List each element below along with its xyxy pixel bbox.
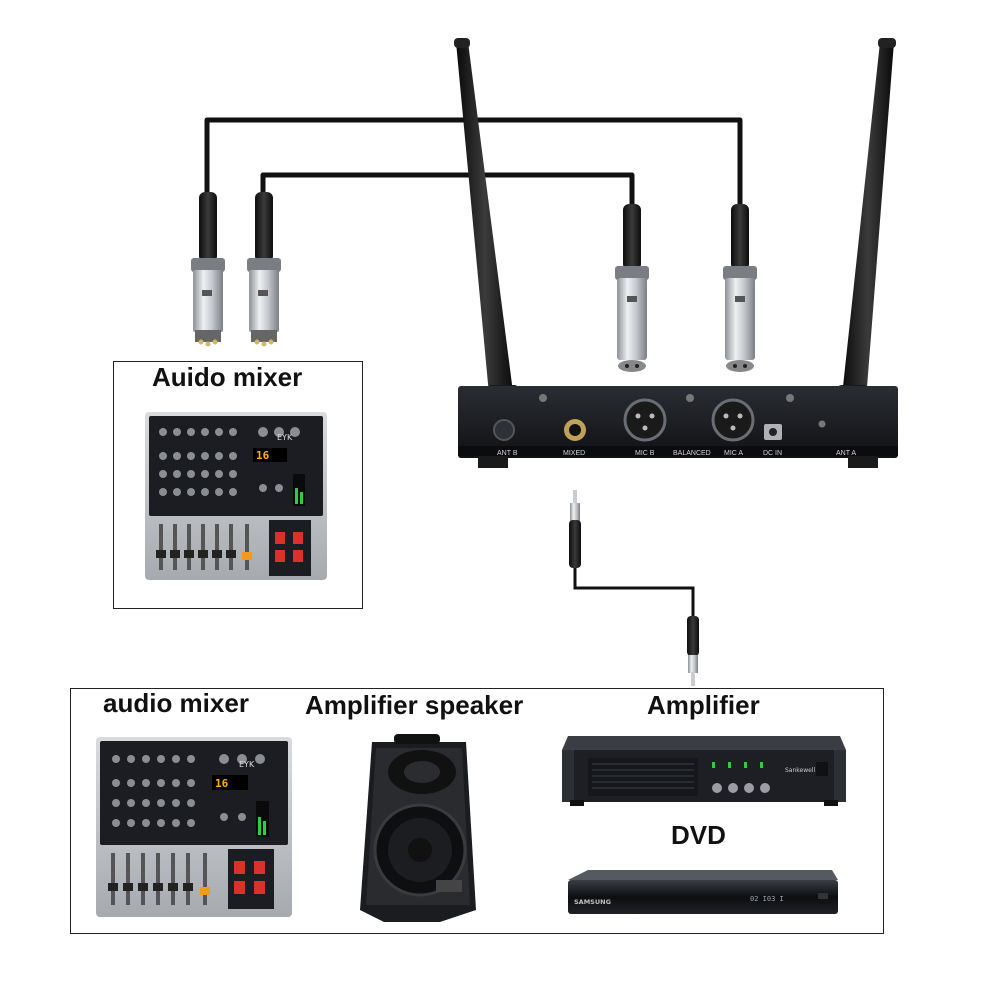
port-label-mic-b: MIC B: [635, 450, 655, 457]
mixer-brand: EYK: [277, 433, 293, 442]
xlr-male-plug-1: [191, 192, 225, 347]
port-label-dc-in: DC IN: [763, 450, 782, 457]
port-label-mic-a: MIC A: [724, 450, 743, 457]
bottom-mixer-brand: EYK: [239, 760, 255, 769]
xlr-female-plug-1: [615, 204, 649, 372]
dvd-player-image: SAMSUNG 02 I03 I: [568, 870, 838, 914]
bottom-audio-mixer-image: 16 EYK: [96, 737, 292, 917]
amplifier-brand: Sankewell: [785, 767, 816, 774]
top-mixer-frame: [113, 361, 363, 609]
mixer-faders: [156, 520, 311, 576]
antenna-right: [836, 38, 896, 440]
dvd-brand: SAMSUNG: [574, 898, 611, 906]
mixer-display-readout: 16: [256, 449, 270, 462]
xlr-female-plug-2: [723, 204, 757, 372]
port-label-ant-a: ANT A: [836, 450, 856, 457]
bottom-mixer-display-readout: 16: [215, 777, 229, 790]
bottom-mixer-label: audio mixer: [103, 688, 249, 718]
port-label-mixed: MIXED: [563, 450, 585, 457]
wireless-receiver: ANT B MIXED MIC B BALANCED MIC A DC IN A…: [458, 386, 898, 468]
port-label-ant-b: ANT B: [497, 450, 518, 457]
dvd-label: DVD: [671, 820, 726, 850]
dvd-display-readout: 02 I03 I: [750, 895, 784, 903]
xlr-male-plug-2: [247, 192, 281, 347]
amplifier-speaker-image: [360, 734, 476, 922]
port-label-balanced: BALANCED: [673, 450, 711, 457]
top-audio-mixer-image: 16 EYK: [145, 412, 327, 580]
mixer-knobs: [159, 427, 300, 496]
top-mixer-label: Auido mixer: [152, 362, 303, 392]
power-amplifier-image: Sankewell: [562, 736, 846, 806]
antenna-left: [454, 38, 520, 440]
jack-cable: [569, 490, 699, 686]
speaker-label: Amplifier speaker: [305, 690, 524, 720]
bottom-devices-frame: [70, 688, 884, 934]
amplifier-label: Amplifier: [647, 690, 760, 720]
